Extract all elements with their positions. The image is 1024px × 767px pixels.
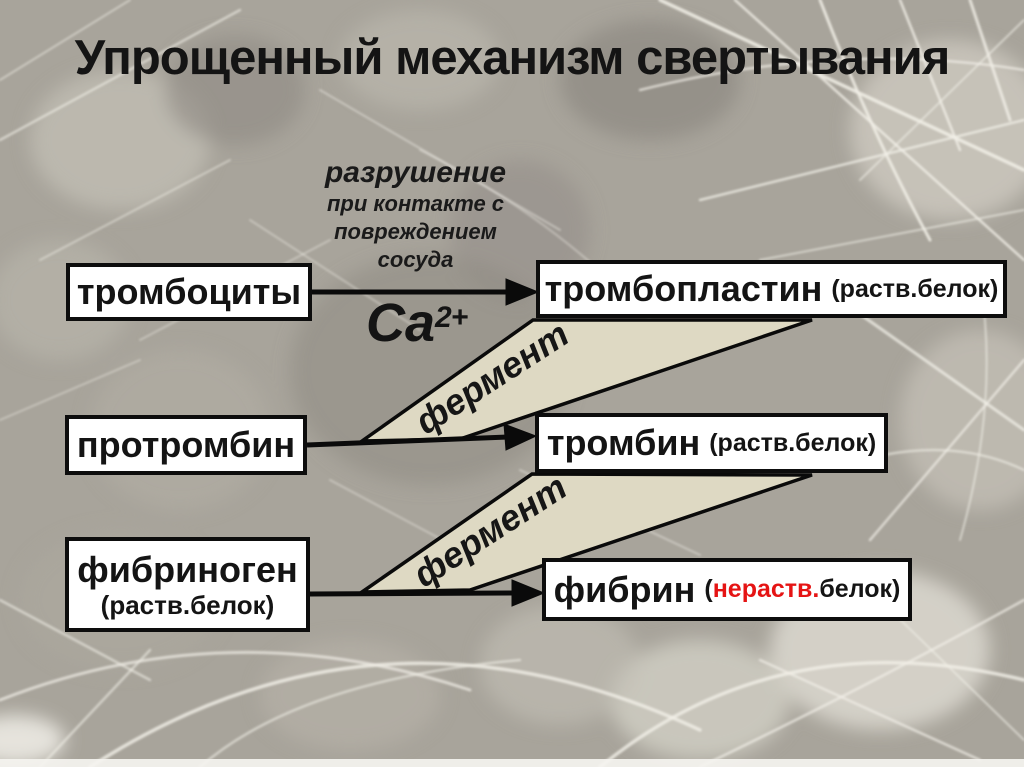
box-platelets: тромбоциты xyxy=(66,263,312,321)
box-fibrin-label: фибрин xyxy=(553,568,696,610)
destruction-line-4: сосуда xyxy=(377,247,454,272)
box-fibrin-note-rest: белок) xyxy=(819,575,901,603)
box-platelets-label: тромбоциты xyxy=(76,271,302,312)
arrowhead-row2 xyxy=(503,423,538,451)
destruction-line-2: при контакте с xyxy=(326,191,505,216)
box-thromboplastin-label: тромбопластин xyxy=(544,268,823,309)
calcium-label: Ca2+ xyxy=(366,293,468,353)
arrowhead-row3 xyxy=(511,579,546,607)
box-fibrinogen: фибриноген (раств.белок) xyxy=(65,537,310,632)
arrowhead-row1 xyxy=(505,278,540,306)
box-thromboplastin-note: (раств.белок) xyxy=(831,274,999,303)
box-prothrombin: протромбин xyxy=(65,415,307,475)
box-fibrin-note-open: ( xyxy=(704,575,713,603)
box-thromboplastin: тромбопластин (раств.белок) xyxy=(536,260,1007,318)
arrow-fibrinogen-to-fibrin xyxy=(309,590,517,597)
box-fibrin-note-insoluble: нераств. xyxy=(712,575,820,603)
destruction-line-3: повреждением xyxy=(334,219,497,244)
page-title: Упрощенный механизм свертывания xyxy=(74,31,951,85)
box-thrombin-note: (раств.белок) xyxy=(709,428,877,457)
box-fibrinogen-note: (раств.белок) xyxy=(100,589,275,620)
box-fibrin-note: (нераств.белок) xyxy=(704,577,900,602)
box-fibrinogen-label: фибриноген xyxy=(77,548,298,590)
box-thrombin: тромбин (раств.белок) xyxy=(535,413,888,473)
destruction-line-1: разрушение xyxy=(324,156,507,189)
destruction-annotation: разрушение при контакте с повреждением с… xyxy=(288,156,543,274)
box-fibrin: фибрин (нераств.белок) xyxy=(542,558,912,621)
calcium-symbol: Ca xyxy=(366,293,436,353)
calcium-charge: 2+ xyxy=(435,301,468,334)
box-thrombin-label: тромбин xyxy=(546,422,701,463)
box-prothrombin-label: протромбин xyxy=(76,424,296,465)
arrow-prothrombin-to-thrombin xyxy=(306,434,509,448)
enzyme-band-bottom xyxy=(356,472,813,594)
